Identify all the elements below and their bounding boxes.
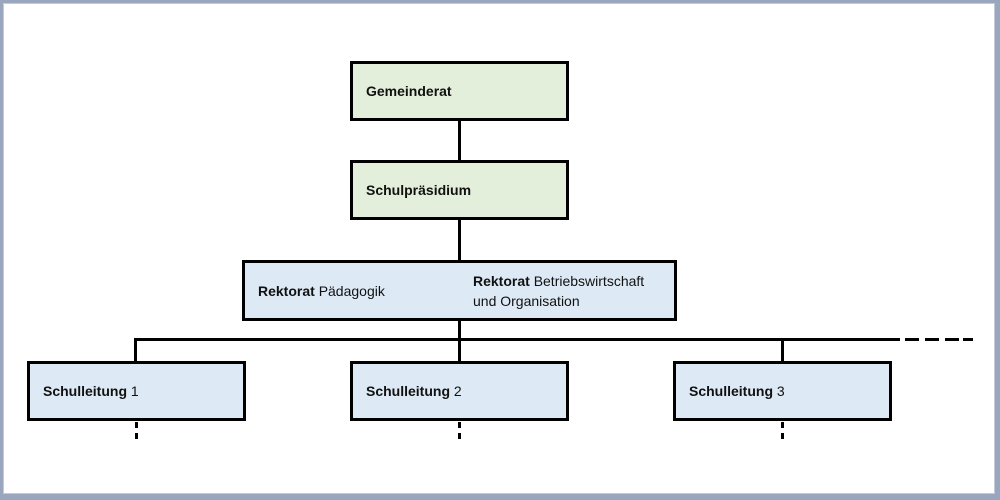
schulleitung-3-continuation-dash-a (781, 422, 784, 428)
rektorat-betriebswirtschaft-title: Rektorat (473, 272, 530, 289)
schulleitung-1-continuation-dash-a (135, 422, 138, 428)
schulleitung-3-number: 3 (776, 383, 785, 399)
gemeinderat-label: Gemeinderat (366, 83, 452, 99)
rektorat-betriebswirtschaft-label: Rektorat Betriebswirtschaft und Organisa… (473, 271, 644, 311)
schulpraesidium-label: Schulpräsidium (366, 182, 472, 198)
schulleitung-3-title: Schulleitung (689, 383, 773, 399)
connector-gemeinderat-praesidium (458, 118, 461, 163)
schulleitung-3-continuation-dash-b (781, 433, 784, 439)
schulleitung-2-continuation-dash-a (458, 422, 461, 428)
rektorat-paedagogik-subtitle: Pädagogik (318, 282, 385, 299)
schulleitung-1-label: Schulleitung 1 (43, 381, 139, 401)
bus-continuation-dash-4 (963, 338, 973, 341)
gemeinderat-box: Gemeinderat (350, 61, 569, 121)
schulleitung-2-continuation-dash-b (458, 433, 461, 439)
schulpraesidium-box: Schulpräsidium (350, 160, 569, 220)
schulleitung-3-box: Schulleitung 3 (673, 361, 892, 421)
schulleitung-2-number: 2 (453, 383, 462, 399)
schulleitung-1-title: Schulleitung (43, 383, 127, 399)
schulleitung-2-box: Schulleitung 2 (350, 361, 569, 421)
schulleitung-2-label: Schulleitung 2 (366, 381, 462, 401)
rektorat-paedagogik-label: Rektorat Pädagogik (258, 281, 385, 301)
connector-praesidium-rektorat (458, 216, 461, 263)
rektorat-betriebswirtschaft-subtitle-1: Betriebswirtschaft (533, 272, 645, 289)
rektorat-paedagogik-title: Rektorat (258, 282, 315, 299)
schulleitung-1-box: Schulleitung 1 (27, 361, 246, 421)
connector-bus-schulleitung-3 (781, 338, 784, 363)
bus-continuation-dash-1 (905, 338, 919, 341)
rektorat-paedagogik: Rektorat Pädagogik (258, 263, 385, 318)
bus-continuation-dash-2 (925, 338, 939, 341)
schulleitung-1-number: 1 (130, 383, 139, 399)
schulleitung-1-continuation-dash-b (135, 433, 138, 439)
bus-continuation-dash-3 (945, 338, 959, 341)
rektorat-container: Rektorat Pädagogik Rektorat Betriebswirt… (242, 260, 677, 321)
schulleitung-2-title: Schulleitung (366, 383, 450, 399)
schulleitung-3-label: Schulleitung 3 (689, 381, 785, 401)
rektorat-betriebswirtschaft-subtitle-2: und Organisation (473, 292, 580, 309)
horizontal-bus (134, 338, 900, 341)
rektorat-betriebswirtschaft: Rektorat Betriebswirtschaft und Organisa… (473, 263, 644, 318)
connector-bus-schulleitung-1 (134, 338, 137, 363)
